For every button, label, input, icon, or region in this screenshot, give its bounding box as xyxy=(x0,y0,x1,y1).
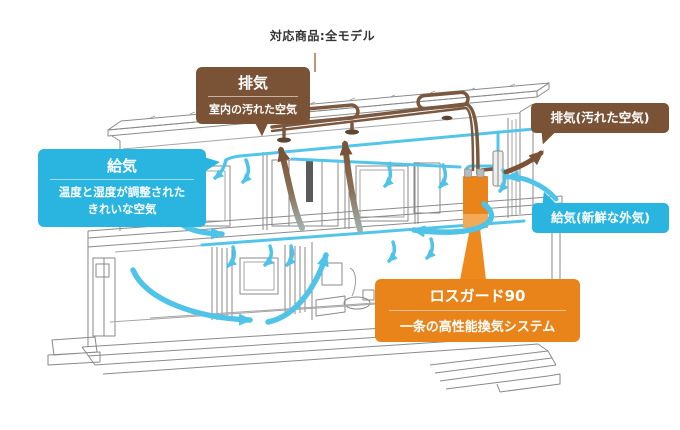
callout-tail xyxy=(538,129,556,147)
supply-outdoor-label: 給気(新鮮な外気) xyxy=(551,210,650,225)
callout-divider xyxy=(50,179,194,180)
unit-pointer-wedge xyxy=(460,228,486,280)
foundation xyxy=(47,316,561,393)
supply-callout-title: 給気 xyxy=(106,157,137,175)
callout-divider xyxy=(389,310,566,311)
supply-callout: 給気 温度と湿度が調整された きれいな空気 xyxy=(38,149,220,227)
exhaust-outdoor-callout: 排気(汚れた空気) xyxy=(531,103,669,147)
unit-exhaust-connector xyxy=(476,168,485,178)
compatibility-note: 対応商品:全モデル xyxy=(269,29,376,43)
exhaust-callout-subtitle: 室内の汚れた空気 xyxy=(209,103,297,116)
callout-tail xyxy=(255,121,271,137)
unit-supply-connector xyxy=(464,168,472,178)
exhaust-air-arrows xyxy=(277,140,545,233)
exhaust-callout-title: 排気 xyxy=(237,74,268,92)
supply-ducts xyxy=(200,126,547,247)
unit-callout-subtitle: 一条の高性能換気システム xyxy=(399,320,556,335)
callout-tail xyxy=(204,157,220,172)
supply-callout-subtitle-line1: 温度と湿度が調整された xyxy=(58,185,186,199)
exhaust-outdoor-label: 排気(汚れた空気) xyxy=(550,110,650,125)
exhaust-callout: 排気 室内の汚れた空気 xyxy=(196,67,310,137)
unit-callout: ロスガード90 一条の高性能換気システム xyxy=(375,279,580,342)
wall-vent xyxy=(492,150,504,187)
callout-tail xyxy=(539,189,557,207)
note-leader-line xyxy=(314,53,316,72)
ceiling-grilles xyxy=(277,115,453,143)
roof xyxy=(107,82,550,137)
supply-callout-subtitle-line2: きれいな空気 xyxy=(87,202,157,217)
floor-band xyxy=(87,195,563,248)
unit-callout-title: ロスガード90 xyxy=(429,287,526,305)
supply-outdoor-callout: 給気(新鮮な外気) xyxy=(532,189,669,233)
callout-divider xyxy=(208,96,298,97)
